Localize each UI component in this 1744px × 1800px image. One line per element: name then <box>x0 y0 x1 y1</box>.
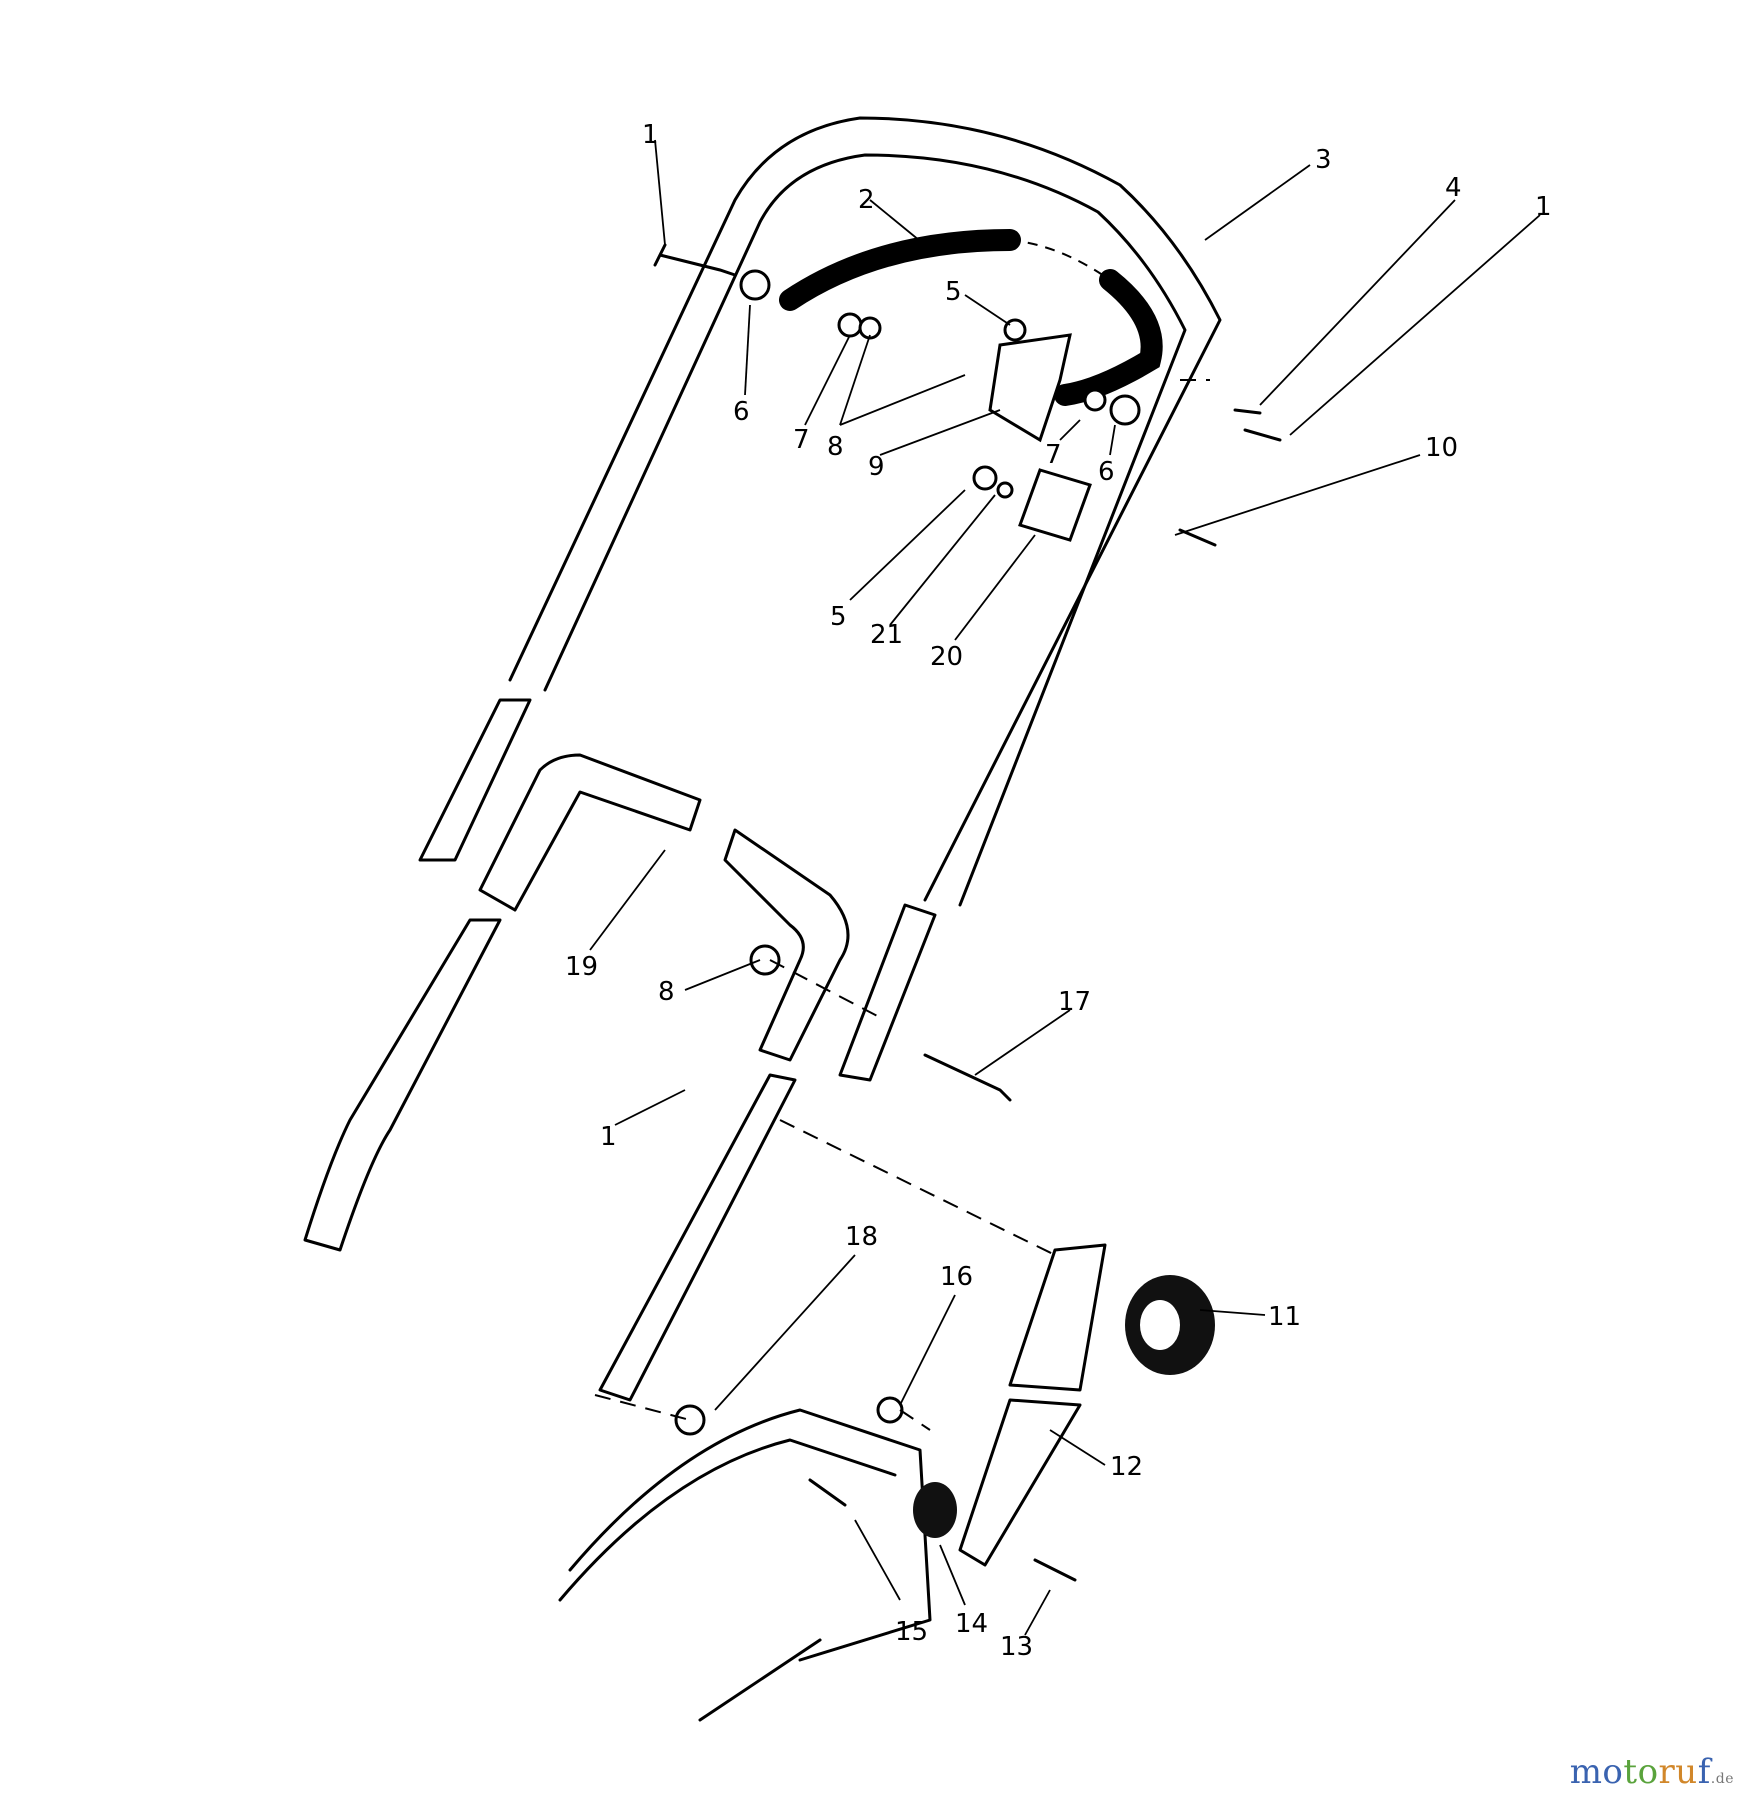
handle-knob <box>1125 1275 1215 1375</box>
plate-9 <box>988 333 1072 443</box>
watermark-tld: .de <box>1710 1771 1734 1787</box>
upper-handle-tube <box>508 116 1222 907</box>
callout-16: 16 <box>940 1262 973 1292</box>
right-lower-tube <box>838 903 937 1082</box>
callout-13: 13 <box>1000 1632 1033 1662</box>
watermark-part: ru <box>1658 1752 1698 1792</box>
callout-10: 10 <box>1425 433 1458 463</box>
callout-3: 3 <box>1315 145 1332 175</box>
bolt-1 <box>653 243 737 277</box>
callout-4: 4 <box>1445 173 1462 203</box>
callout-7a: 7 <box>793 425 810 455</box>
watermark-part: to <box>1623 1752 1659 1792</box>
watermark-part: f <box>1697 1752 1711 1792</box>
callout-14: 14 <box>955 1609 988 1639</box>
callout-17: 17 <box>1058 987 1091 1017</box>
site-watermark: motoruf.de <box>1570 1752 1734 1792</box>
callout-15: 15 <box>895 1617 928 1647</box>
callout-19: 19 <box>565 952 598 982</box>
callout-18: 18 <box>845 1222 878 1252</box>
callout-1c: 1 <box>600 1122 617 1152</box>
watermark-part: mo <box>1569 1752 1624 1792</box>
control-grip-right <box>1054 269 1163 406</box>
callout-5b: 5 <box>830 602 847 632</box>
callout-1b: 1 <box>1535 192 1552 222</box>
bracket-upper <box>1008 1243 1107 1392</box>
lower-handle-right <box>723 828 850 1062</box>
callout-21: 21 <box>870 620 903 650</box>
callout-8a: 8 <box>827 432 844 462</box>
callout-5a: 5 <box>945 277 962 307</box>
callout-6b: 6 <box>1098 457 1115 487</box>
callout-2: 2 <box>858 185 875 215</box>
callout-8b: 8 <box>658 977 675 1007</box>
control-grip <box>779 229 1021 311</box>
callout-11: 11 <box>1268 1302 1301 1332</box>
left-tube-segment <box>418 698 532 862</box>
bushing-6 <box>739 269 771 301</box>
left-lower-tube <box>303 918 502 1252</box>
callout-6a: 6 <box>733 397 750 427</box>
center-lower-tube <box>598 1073 797 1402</box>
lower-handle-left <box>478 753 702 912</box>
spacer <box>913 1482 957 1538</box>
callout-1a: 1 <box>642 120 659 150</box>
switch-box-20 <box>1018 468 1092 542</box>
bracket-12 <box>958 1398 1082 1567</box>
callout-20: 20 <box>930 642 963 672</box>
callout-9: 9 <box>868 452 885 482</box>
callout-7b: 7 <box>1045 440 1062 470</box>
callout-12: 12 <box>1110 1452 1143 1482</box>
